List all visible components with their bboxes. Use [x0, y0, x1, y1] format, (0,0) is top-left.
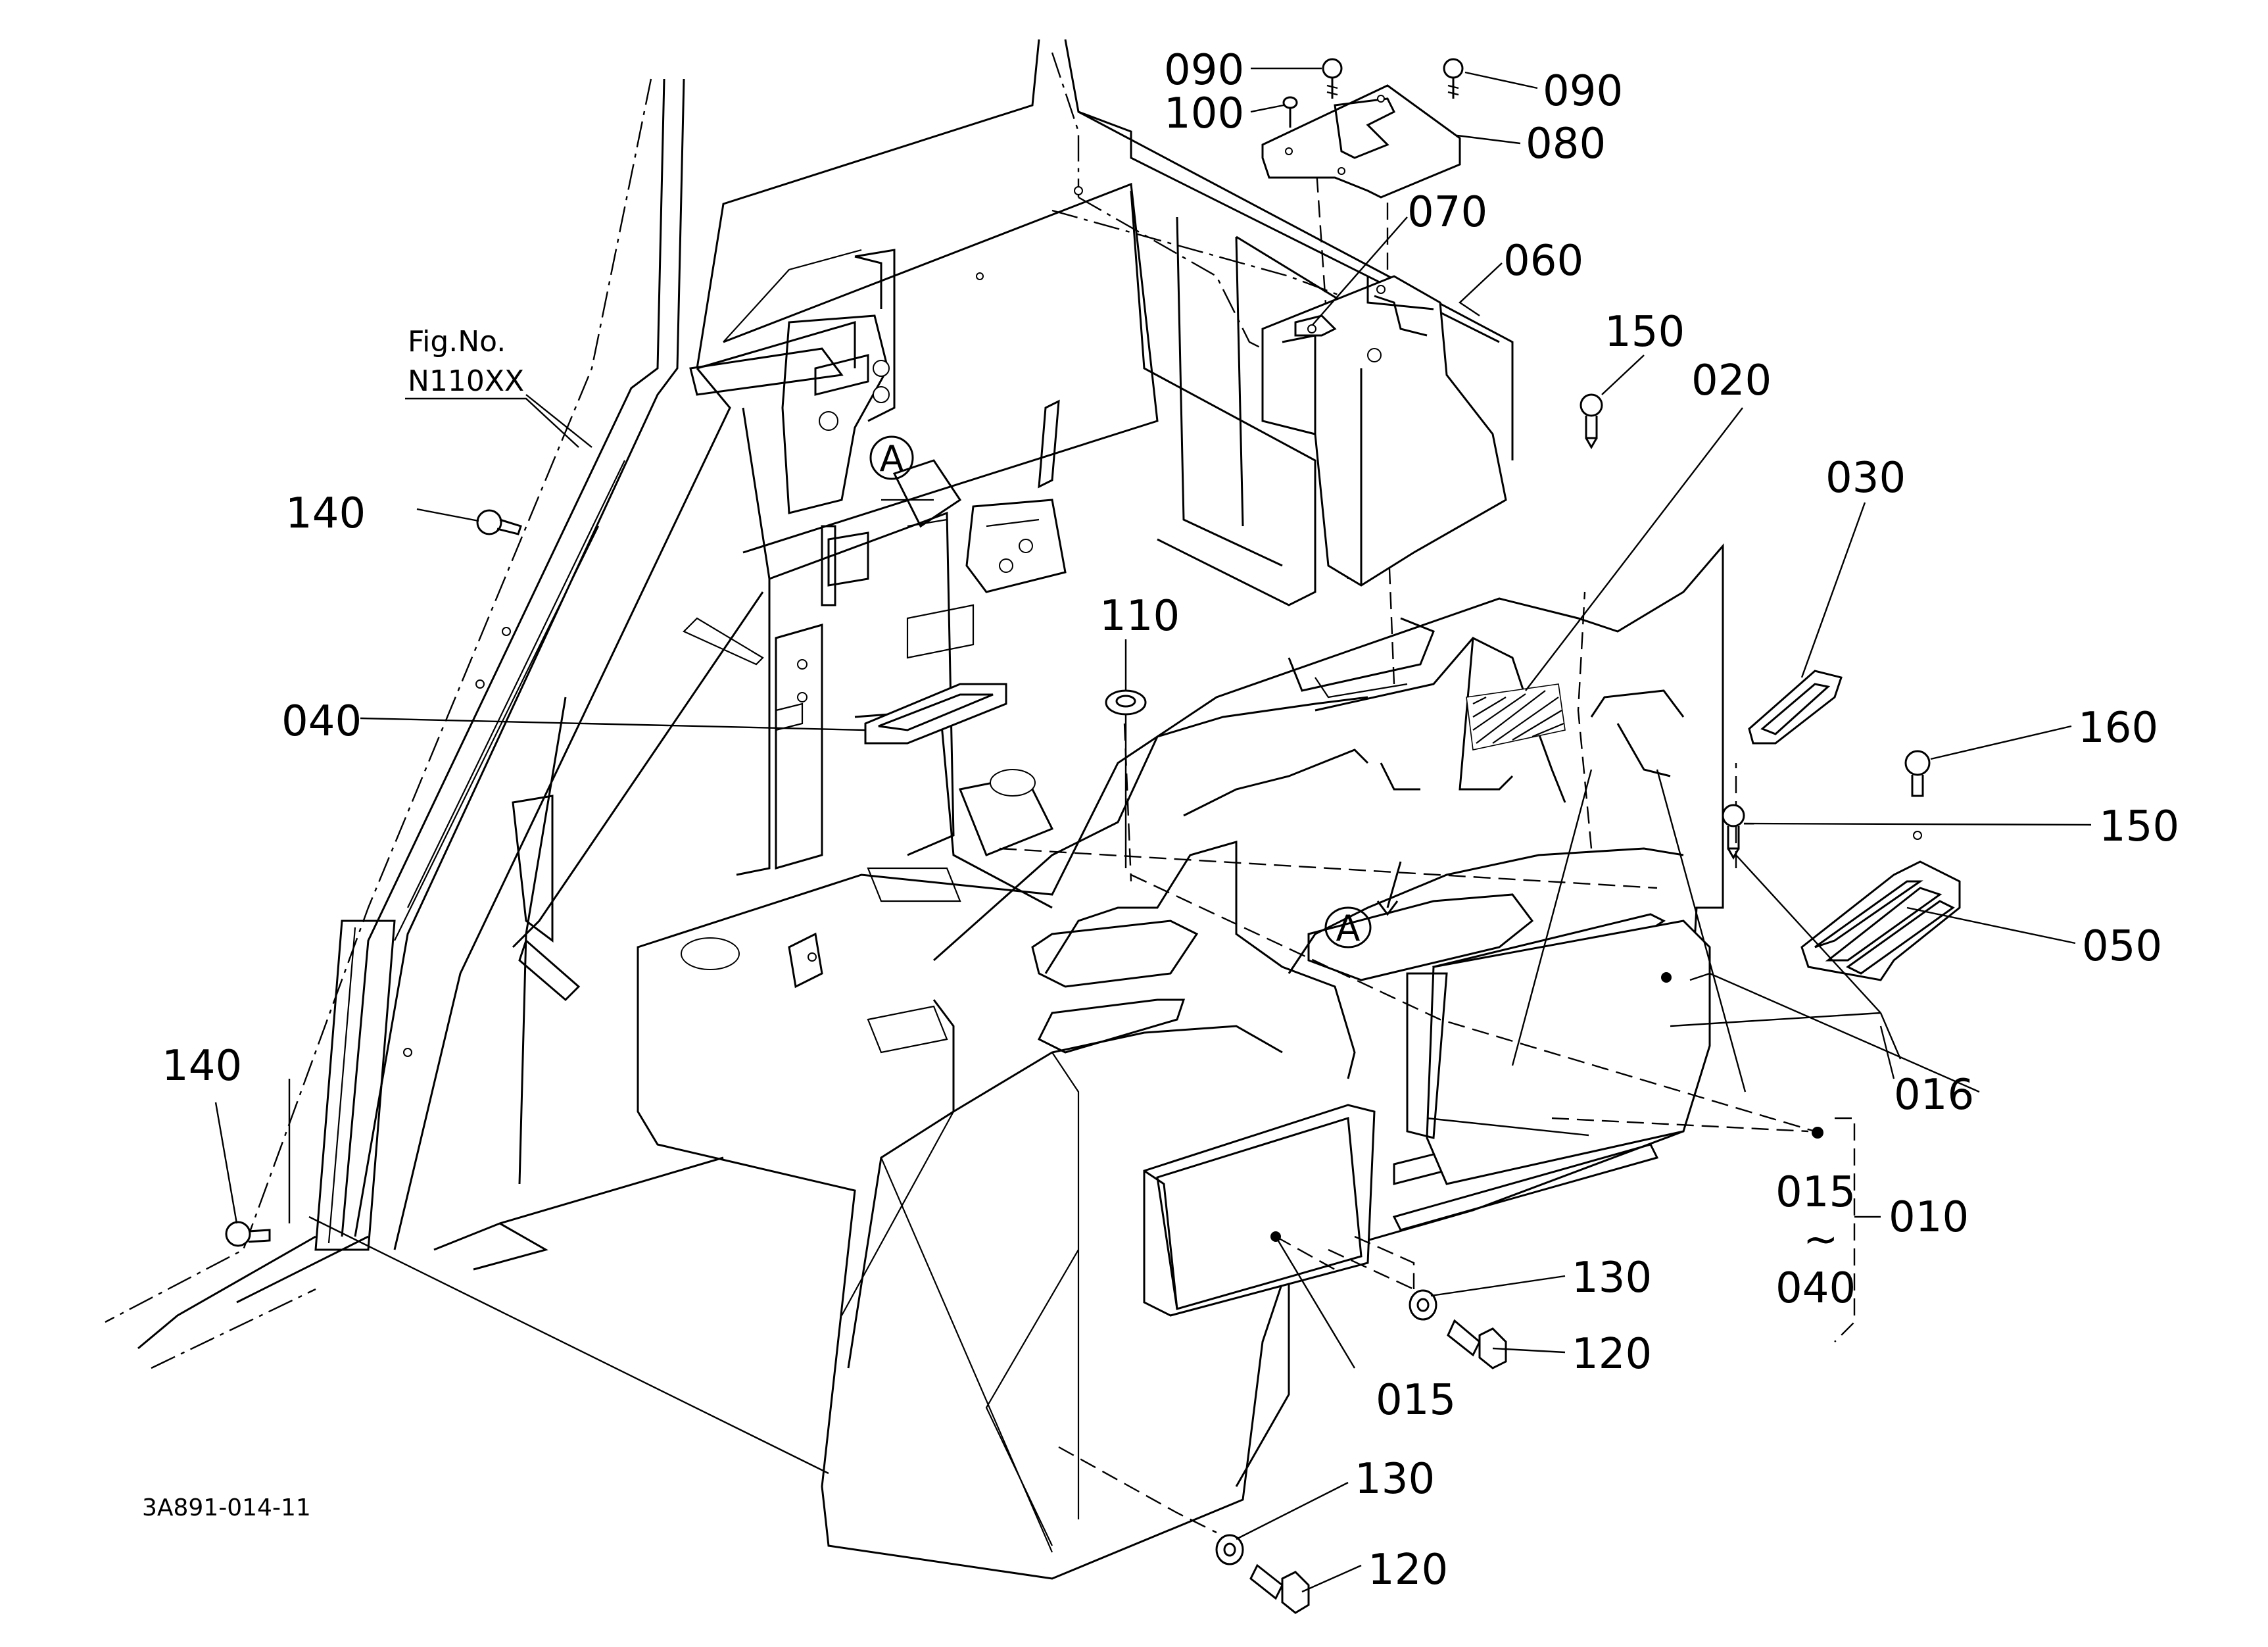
- callout-120-upper: 120: [1572, 1330, 1652, 1379]
- main-console-body: [637, 543, 1724, 1580]
- hatched-decal-020: [1466, 683, 1566, 750]
- callout-090-right: 090: [1543, 67, 1623, 116]
- screw-140-upper: [476, 509, 522, 535]
- callout-130-lower: 130: [1355, 1455, 1435, 1504]
- callout-015: 015: [1376, 1376, 1456, 1425]
- callout-030: 030: [1825, 454, 1906, 503]
- right-side-plate-016: [1406, 920, 1711, 1185]
- callout-140-bottom: 140: [162, 1042, 242, 1091]
- callout-070: 070: [1407, 188, 1487, 237]
- clip-070: [1294, 314, 1337, 337]
- fig-ref-label: Fig.No.: [408, 325, 506, 358]
- grommet-040: [864, 683, 1007, 745]
- clip-150-top: [1580, 393, 1603, 450]
- cover-060: [1261, 275, 1507, 587]
- callout-110: 110: [1099, 592, 1180, 641]
- panel-015: [1143, 1104, 1376, 1317]
- callout-120-lower: 120: [1368, 1546, 1448, 1594]
- washer-130-lower: [1215, 1534, 1244, 1565]
- callout-140-top: 140: [285, 489, 366, 538]
- callout-090-left: 090: [1164, 46, 1244, 95]
- callout-015-range: 015: [1775, 1168, 1856, 1217]
- figure-reference: Fig.No. N110XX: [405, 325, 579, 448]
- range-bracket: [1812, 1117, 1881, 1342]
- detail-a-marker-top: A: [869, 435, 914, 480]
- callout-130-upper: 130: [1572, 1254, 1652, 1302]
- svg-text:A: A: [880, 438, 904, 479]
- washer-130-upper: [1409, 1289, 1437, 1321]
- callout-range-tilde: ~: [1803, 1216, 1839, 1264]
- callout-160: 160: [2078, 704, 2158, 752]
- fig-ref-number: N110XX: [408, 364, 524, 398]
- part-callouts: 090 090 100 080 070 060 150 020 030 140 …: [162, 46, 2179, 1594]
- callout-016: 016: [1894, 1071, 1974, 1119]
- floor-outline: [681, 209, 1395, 1054]
- bolt-120-upper: [1447, 1319, 1507, 1369]
- svg-text:A: A: [1336, 908, 1361, 949]
- plate-080: [1261, 84, 1461, 199]
- callout-050: 050: [2082, 922, 2162, 971]
- step-050: [1800, 831, 1961, 981]
- left-side-panel: [512, 407, 955, 1185]
- callout-150-mid: 150: [2099, 802, 2179, 851]
- clip-150-mid: [1722, 804, 1745, 860]
- detail-a-marker-console: A: [1324, 861, 1402, 949]
- grommet-030: [1748, 670, 1843, 745]
- drawing-code: 3A891-014-11: [142, 1494, 311, 1521]
- callout-020: 020: [1691, 356, 1772, 405]
- leader-lines: [214, 67, 2092, 1593]
- callout-100: 100: [1164, 89, 1244, 138]
- bolt-120-lower: [1249, 1563, 1310, 1614]
- bolt-160: [1904, 750, 1931, 797]
- callout-010: 010: [1889, 1193, 1969, 1242]
- callout-150-top: 150: [1604, 308, 1685, 356]
- screw-140-lower: [225, 1221, 271, 1247]
- callout-060: 060: [1503, 237, 1583, 285]
- lever-mechanism: A: [689, 249, 1067, 659]
- grommet-110: [1105, 689, 1147, 716]
- callout-080: 080: [1526, 120, 1606, 168]
- screw-090-left: [1322, 58, 1343, 99]
- callout-040-range: 040: [1775, 1264, 1856, 1313]
- cab-frame-pillar: [105, 78, 731, 1369]
- screw-100: [1282, 96, 1298, 128]
- callout-040: 040: [281, 697, 362, 746]
- screw-090-right: [1443, 58, 1464, 99]
